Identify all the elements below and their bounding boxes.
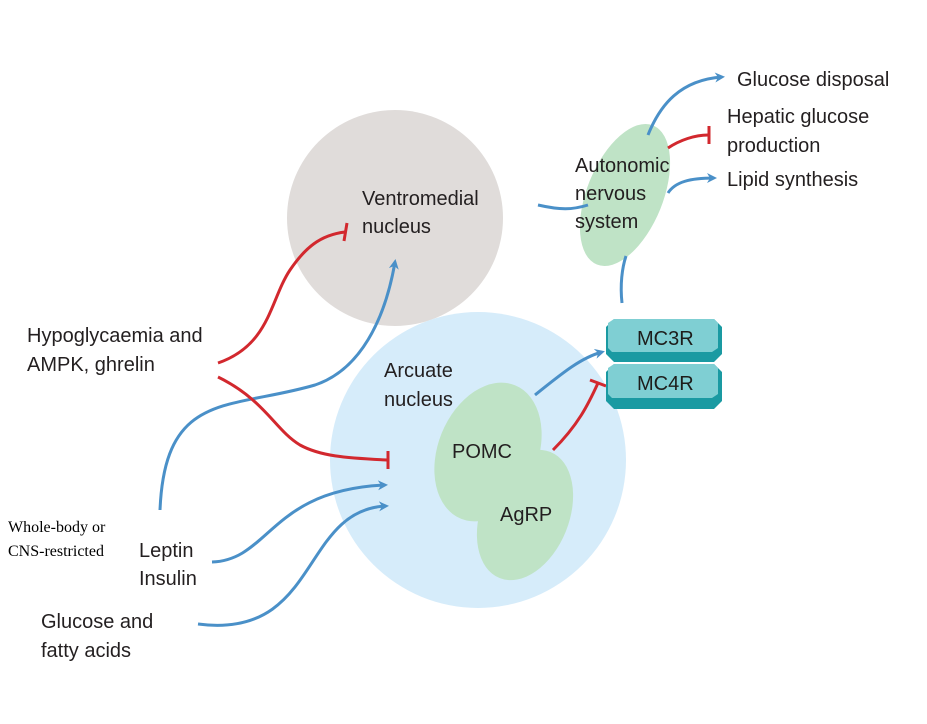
glucose-fatty-acids-label: Glucose and fatty acids bbox=[41, 611, 159, 662]
glucose-fatty-label-line2: fatty acids bbox=[41, 640, 131, 662]
receptor-to-autonomic-line bbox=[619, 255, 628, 304]
mc3r-label: MC3R bbox=[637, 328, 694, 350]
hypoglycaemia-label: Hypoglycaemia and AMPK, ghrelin bbox=[27, 325, 208, 376]
pomc-label: POMC bbox=[452, 441, 512, 463]
mc4r-label: MC4R bbox=[637, 373, 694, 395]
glucose-fatty-acids-to-arcuate-arrow bbox=[197, 501, 389, 627]
leptin-label: Leptin bbox=[139, 540, 194, 562]
agrp-neuron bbox=[476, 449, 574, 581]
autonomic-label-line2: nervous bbox=[575, 183, 646, 205]
hypoglycaemia-to-ventromedial-inhibition bbox=[217, 230, 346, 365]
ventromedial-inhibition-bar bbox=[342, 222, 349, 242]
leptin-to-arcuate-arrow bbox=[211, 480, 388, 564]
autonomic-nervous-system-shape bbox=[579, 124, 671, 266]
hepatic-glucose-label: Hepatic glucose production bbox=[727, 106, 875, 157]
hepatic-label-line1: Hepatic glucose bbox=[727, 106, 869, 128]
mc4r-receptor: MC4R bbox=[606, 364, 722, 409]
hepatic-glucose-inhibition bbox=[667, 133, 709, 150]
ventromedial-label-line2: nucleus bbox=[362, 216, 431, 238]
arcuate-label-line1: Arcuate bbox=[384, 360, 453, 382]
lipid-synthesis-arrow bbox=[666, 173, 717, 194]
mc3r-receptor: MC3R bbox=[606, 319, 722, 362]
autonomic-label-line1: Autonomic bbox=[575, 155, 670, 177]
hypoglycaemia-to-arcuate-inhibition bbox=[217, 375, 388, 462]
hypoglycaemia-label-line2: AMPK, ghrelin bbox=[27, 354, 155, 376]
hepatic-label-line2: production bbox=[727, 135, 820, 157]
lipid-synthesis-label: Lipid synthesis bbox=[727, 169, 858, 191]
insulin-label: Insulin bbox=[139, 568, 197, 590]
whole-body-label: Whole-body or CNS-restricted bbox=[8, 519, 109, 560]
receptor-inhibition-bar bbox=[589, 378, 607, 388]
ventromedial-nucleus-label: Ventromedial nucleus bbox=[362, 188, 484, 238]
arcuate-nucleus-label: Arcuate nucleus bbox=[384, 360, 459, 411]
leptin-insulin-to-ventromedial-arrow bbox=[158, 259, 399, 511]
agrp-to-receptor-inhibition bbox=[551, 382, 600, 452]
arcuate-label-line2: nucleus bbox=[384, 389, 453, 411]
pomc-to-receptor-arrow bbox=[534, 349, 605, 397]
whole-body-label-line2: CNS-restricted bbox=[8, 543, 104, 560]
ventromedial-nucleus-circle bbox=[287, 110, 503, 326]
hypoglycaemia-label-line1: Hypoglycaemia and bbox=[27, 325, 203, 347]
agrp-label: AgRP bbox=[500, 504, 552, 526]
autonomic-label-line3: system bbox=[575, 211, 638, 233]
glucose-fatty-label-line1: Glucose and bbox=[41, 611, 153, 633]
glucose-disposal-label: Glucose disposal bbox=[737, 69, 889, 91]
ventromedial-label-line1: Ventromedial bbox=[362, 188, 479, 210]
autonomic-label: Autonomic nervous system bbox=[575, 155, 675, 233]
glucose-disposal-arrow bbox=[646, 72, 725, 136]
ventromedial-to-autonomic-line bbox=[537, 203, 589, 211]
whole-body-label-line1: Whole-body or bbox=[8, 519, 106, 536]
